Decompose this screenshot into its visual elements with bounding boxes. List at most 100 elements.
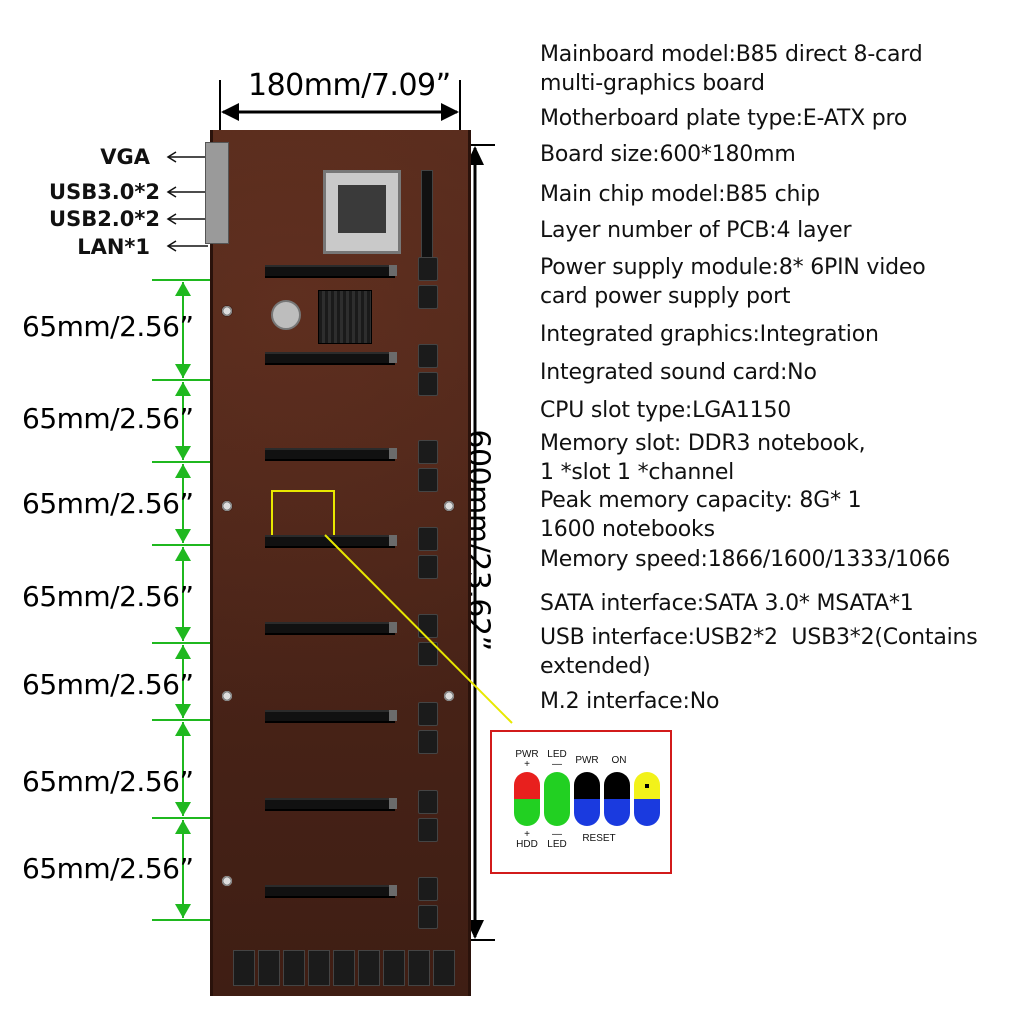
fp-top-label: PWR xyxy=(575,755,599,766)
pcie-slot-latch xyxy=(389,265,397,276)
fp-bottom-label: RESET xyxy=(582,833,616,844)
pcie-power-connector xyxy=(418,730,438,754)
spacing-arrow xyxy=(175,547,191,641)
spacing-arrow xyxy=(175,464,191,543)
spacing-label: 65mm/2.56” xyxy=(22,402,194,435)
port-label-usb2: USB2.0*2 xyxy=(49,207,160,231)
pcie-slot-latch xyxy=(389,352,397,363)
pcie-slot xyxy=(265,622,395,635)
pcie-power-connector xyxy=(418,555,438,579)
callout-line-icon xyxy=(324,534,513,724)
bottom-connector xyxy=(433,950,455,986)
mounting-hole xyxy=(443,500,455,512)
spacing-arrow xyxy=(175,820,191,918)
pcie-slot xyxy=(265,352,395,365)
fp-bottom-label: +HDD xyxy=(516,829,538,850)
fp-bottom-label: —LED xyxy=(547,829,567,850)
pcie-slot xyxy=(265,710,395,723)
pcie-slot xyxy=(265,448,395,461)
pcie-power-connector xyxy=(418,257,438,281)
pcie-slot xyxy=(265,535,395,548)
spacing-arrow xyxy=(175,382,191,460)
spacing-label: 65mm/2.56” xyxy=(22,580,194,613)
spec-item: Mainboard model:B85 direct 8-card multi-… xyxy=(540,42,923,96)
pcie-slot xyxy=(265,798,395,811)
header-pin xyxy=(634,772,660,826)
motherboard-image xyxy=(205,130,471,996)
mounting-hole xyxy=(443,690,455,702)
spec-item: SATA interface:SATA 3.0* MSATA*1 xyxy=(540,591,914,616)
bottom-connector xyxy=(333,950,355,986)
bottom-connector xyxy=(408,950,430,986)
spacing-arrow xyxy=(175,282,191,378)
spec-item: USB interface:USB2*2 USB3*2(Contains ext… xyxy=(540,625,978,679)
spec-item: CPU slot type:LGA1150 xyxy=(540,398,792,423)
mounting-hole xyxy=(221,875,233,887)
pcie-power-connector xyxy=(418,468,438,492)
bottom-connector xyxy=(233,950,255,986)
pcie-slot-latch xyxy=(389,448,397,459)
pcie-slot xyxy=(265,885,395,898)
spacing-arrow xyxy=(175,645,191,718)
width-arrow-icon xyxy=(219,80,461,135)
pcie-power-connector xyxy=(418,790,438,814)
mounting-hole xyxy=(221,305,233,317)
pcie-power-connector xyxy=(418,440,438,464)
spacing-arrow xyxy=(175,722,191,816)
pcie-power-connector xyxy=(418,905,438,929)
bottom-connector xyxy=(258,950,280,986)
memory-slot xyxy=(421,170,433,262)
port-arrows-icon xyxy=(166,151,208,252)
pcie-power-connector xyxy=(418,527,438,551)
pcie-power-connector xyxy=(418,642,438,666)
pcie-power-connector xyxy=(418,285,438,309)
spec-item: Integrated sound card:No xyxy=(540,360,817,385)
pcie-power-connector xyxy=(418,877,438,901)
header-pin xyxy=(544,772,570,826)
spec-item: M.2 interface:No xyxy=(540,689,720,714)
fp-top-label: PWR+ xyxy=(515,749,539,770)
spacing-label: 65mm/2.56” xyxy=(22,310,194,343)
pcie-power-connector xyxy=(418,344,438,368)
spec-item: Power supply module:8* 6PIN video card p… xyxy=(540,255,926,309)
pcie-slot-latch xyxy=(389,710,397,721)
spacing-label: 65mm/2.56” xyxy=(22,765,194,798)
cpu-socket xyxy=(323,170,401,254)
cmos-battery xyxy=(271,300,301,330)
mounting-hole xyxy=(221,500,233,512)
chipset-heatsink xyxy=(318,290,372,344)
bottom-connector xyxy=(358,950,380,986)
spacing-label: 65mm/2.56” xyxy=(22,487,194,520)
pcie-slot-latch xyxy=(389,622,397,633)
port-label-lan: LAN*1 xyxy=(77,235,150,259)
spacing-arrows-icon xyxy=(152,279,210,921)
spacing-label: 65mm/2.56” xyxy=(22,852,194,885)
pcie-slot-latch xyxy=(389,798,397,809)
bottom-connector xyxy=(308,950,330,986)
bottom-connector xyxy=(383,950,405,986)
width-label: 180mm/7.09” xyxy=(248,68,451,103)
port-label-vga: VGA xyxy=(100,145,150,169)
fp-top-label: ON xyxy=(611,755,627,766)
pcie-power-connector xyxy=(418,372,438,396)
spec-item: Main chip model:B85 chip xyxy=(540,182,820,207)
bottom-connector xyxy=(283,950,305,986)
pcie-power-connector xyxy=(418,818,438,842)
io-ports-block xyxy=(205,142,229,244)
header-pin xyxy=(574,772,600,826)
header-pin xyxy=(514,772,540,826)
fp-top-label: LED— xyxy=(547,749,567,770)
pcie-power-connector xyxy=(418,702,438,726)
spec-item: Peak memory capacity: 8G* 1 1600 noteboo… xyxy=(540,488,862,542)
pcie-slot xyxy=(265,265,395,278)
spacing-label: 65mm/2.56” xyxy=(22,668,194,701)
spec-item: Layer number of PCB:4 layer xyxy=(540,218,852,243)
spec-item: Memory slot: DDR3 notebook, 1 *slot 1 *c… xyxy=(540,431,866,485)
pcie-slot-latch xyxy=(389,535,397,546)
front-panel-header-diagram: PWR+ LED— PWR ON +HDD —LED RESET xyxy=(490,730,672,874)
spec-item: Motherboard plate type:E-ATX pro xyxy=(540,106,908,131)
spec-item: Integrated graphics:Integration xyxy=(540,322,879,347)
port-label-usb3: USB3.0*2 xyxy=(49,180,160,204)
spec-item: Board size:600*180mm xyxy=(540,142,796,167)
spec-item: Memory speed:1866/1600/1333/1066 xyxy=(540,547,951,572)
